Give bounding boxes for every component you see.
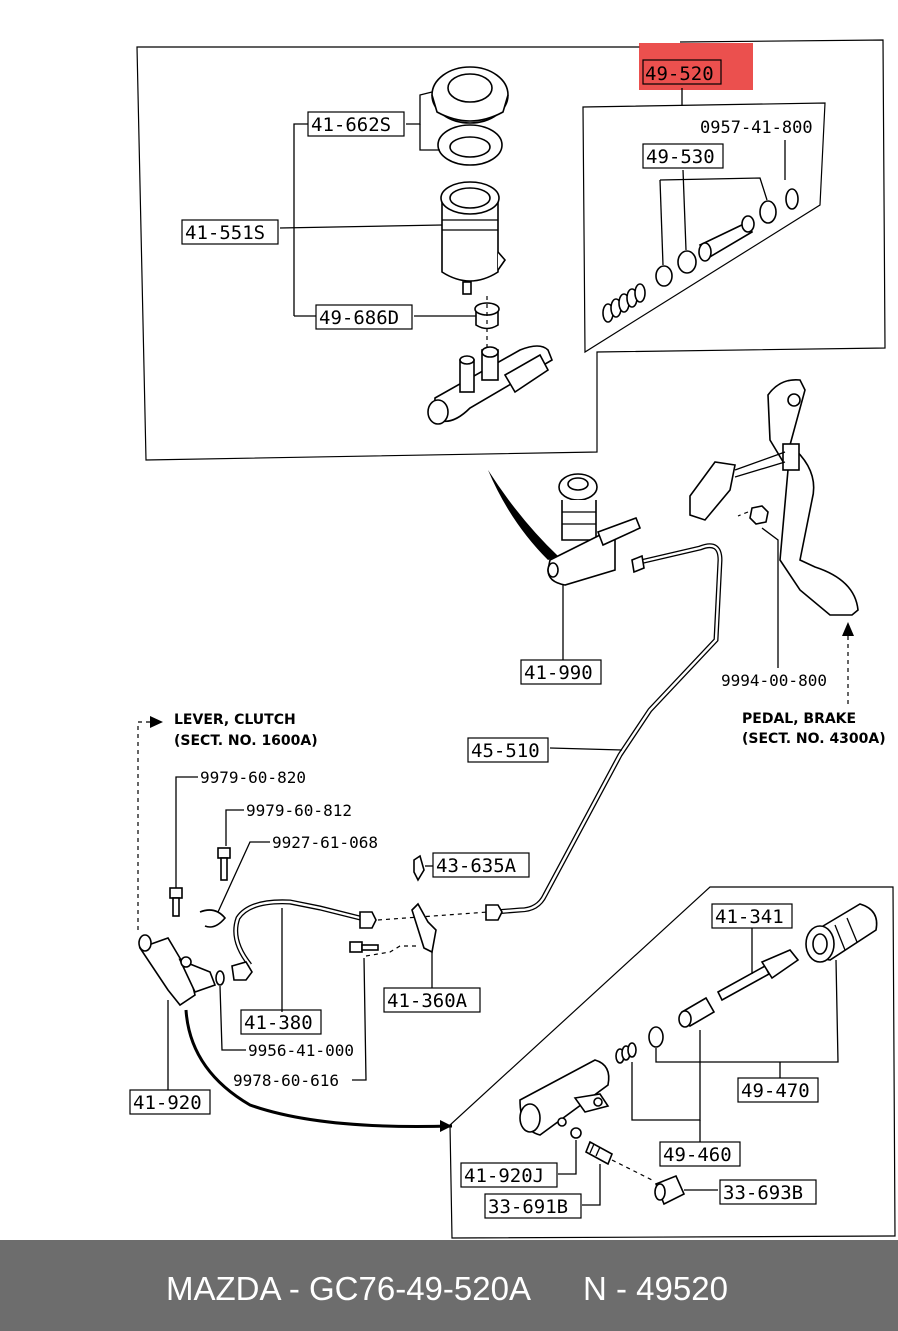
label-41-920[interactable]: 41-920 xyxy=(133,1092,202,1114)
label-49-530[interactable]: 49-530 xyxy=(646,146,715,168)
label-41-551s[interactable]: 41-551S xyxy=(185,222,265,244)
label-43-635a[interactable]: 43-635A xyxy=(436,855,517,877)
o-ring xyxy=(677,250,697,274)
label-lever-sect[interactable]: (SECT. NO. 1600A) xyxy=(174,733,318,749)
repair-kit-frame xyxy=(582,102,826,354)
label-9979-60-820[interactable]: 9979-60-820 xyxy=(200,768,306,787)
bolt-812 xyxy=(217,847,231,881)
cap-seal xyxy=(437,124,503,166)
hose-end-fitting xyxy=(231,961,253,981)
release-pointer xyxy=(184,1009,453,1129)
piston-seal xyxy=(759,200,777,224)
return-spring xyxy=(602,283,646,323)
label-9979-60-812[interactable]: 9979-60-812 xyxy=(246,801,352,820)
release-spring xyxy=(615,1042,637,1064)
label-41-920j[interactable]: 41-920J xyxy=(464,1165,544,1187)
ball-41-920j xyxy=(570,1127,582,1139)
bleeder-cap xyxy=(654,1174,686,1206)
label-49-520[interactable]: 49-520 xyxy=(645,63,714,85)
label-9978-60-616[interactable]: 9978-60-616 xyxy=(233,1071,339,1090)
label-pedal-brake[interactable]: PEDAL, BRAKE xyxy=(742,711,856,727)
parts-diagram: 49-520 0957-41-800 49-530 41-662S xyxy=(129,39,896,1239)
washer-9956 xyxy=(215,970,225,986)
upper-frame xyxy=(136,39,886,461)
label-49-460[interactable]: 49-460 xyxy=(663,1144,732,1166)
label-41-990[interactable]: 41-990 xyxy=(524,662,593,684)
label-45-510[interactable]: 45-510 xyxy=(471,740,540,762)
label-9927-61-068[interactable]: 9927-61-068 xyxy=(272,833,378,852)
footer-bar: MAZDA - GC76-49-520A N - 49520 xyxy=(0,1240,898,1331)
label-33-693b[interactable]: 33-693B xyxy=(723,1182,803,1204)
label-41-341[interactable]: 41-341 xyxy=(715,906,784,928)
dust-boot xyxy=(805,903,878,963)
bleeder-screw xyxy=(584,1140,614,1166)
release-seal xyxy=(648,1026,664,1048)
clutch-hose xyxy=(233,899,361,967)
release-cylinder-body xyxy=(519,1059,610,1136)
label-9994-00-800[interactable]: 9994-00-800 xyxy=(721,671,827,690)
bleeder-bolt-820 xyxy=(169,887,183,917)
label-9956-41-000[interactable]: 9956-41-000 xyxy=(248,1041,354,1060)
footer-n-number: N - 49520 xyxy=(583,1270,728,1307)
master-cylinder-assembled xyxy=(547,473,642,586)
label-41-360a[interactable]: 41-360A xyxy=(387,990,468,1012)
push-piston xyxy=(698,215,755,262)
reservoir-cap xyxy=(431,66,509,124)
lever-arrow xyxy=(150,716,163,728)
footer-part-number: MAZDA - GC76-49-520A xyxy=(166,1270,531,1307)
label-pedal-sect[interactable]: (SECT. NO. 4300A) xyxy=(742,731,886,747)
hose-clip xyxy=(199,909,227,928)
snap-ring xyxy=(785,188,799,210)
label-49-470[interactable]: 49-470 xyxy=(741,1080,810,1102)
label-33-691b[interactable]: 33-691B xyxy=(488,1196,568,1218)
push-rod xyxy=(716,949,800,1002)
release-cylinder-assembled xyxy=(138,934,217,1007)
release-frame xyxy=(449,886,896,1239)
brake-pedal xyxy=(689,378,859,616)
clip-43-635a xyxy=(413,854,425,882)
cup-seal xyxy=(655,265,673,287)
pedal-nut xyxy=(749,505,769,525)
label-lever-clutch[interactable]: LEVER, CLUTCH xyxy=(174,712,296,728)
reservoir xyxy=(440,181,507,295)
master-cylinder-body xyxy=(427,345,553,425)
label-0957-41-800[interactable]: 0957-41-800 xyxy=(700,118,813,138)
bracket-41-360a xyxy=(411,902,437,954)
label-49-686d[interactable]: 49-686D xyxy=(319,307,399,329)
label-41-380[interactable]: 41-380 xyxy=(244,1012,313,1034)
pedal-arrow xyxy=(842,622,854,636)
release-piston xyxy=(678,996,716,1028)
label-41-662s[interactable]: 41-662S xyxy=(311,114,391,136)
highlight-49-520 xyxy=(639,43,753,90)
pointer-arrow xyxy=(488,470,558,560)
bolt-616 xyxy=(349,941,379,953)
